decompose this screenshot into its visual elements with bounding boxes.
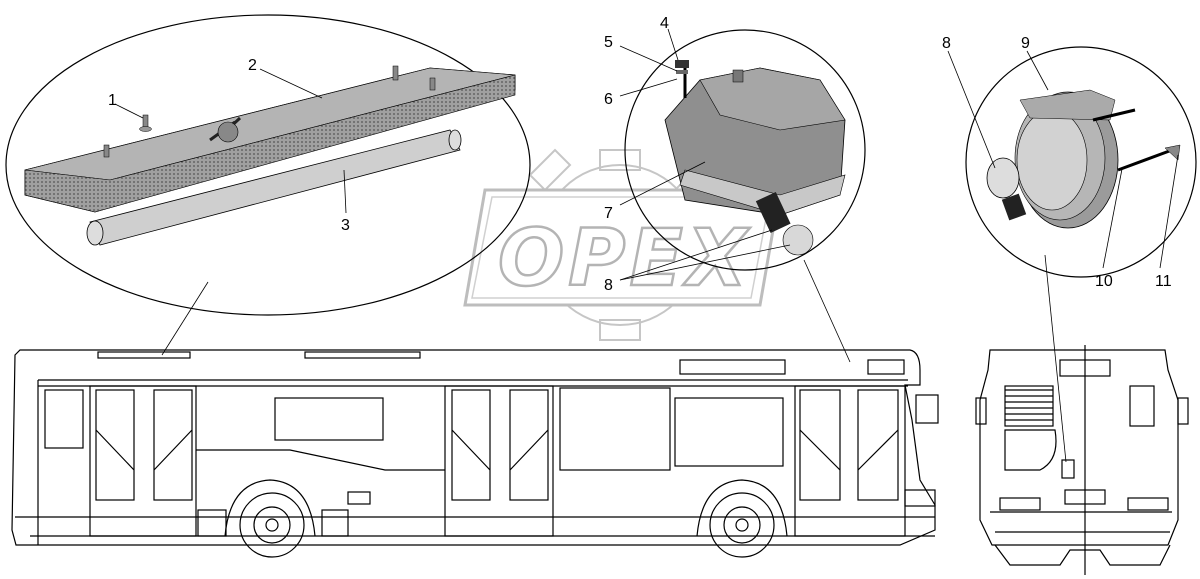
- door-2: [444, 385, 554, 537]
- door-1: [89, 385, 197, 537]
- bulb-with-socket: [755, 191, 814, 256]
- bus-rear-view: [975, 345, 1189, 575]
- marker-lamp-housing: [664, 60, 846, 216]
- interior-lamp-housing: [24, 65, 516, 213]
- callout-7: 7: [604, 205, 613, 222]
- mounting-screw: [139, 114, 152, 132]
- door-3: [794, 385, 906, 537]
- callout-11: 11: [1155, 273, 1172, 290]
- front-wheel: [224, 479, 316, 558]
- callout-3: 3: [341, 217, 350, 234]
- callout-8-rear: 8: [942, 35, 951, 52]
- watermark: OPEX: [463, 148, 782, 341]
- callout-5: 5: [604, 34, 613, 51]
- callout-4: 4: [660, 15, 669, 32]
- rear-lamp-screw: [1092, 108, 1181, 172]
- detail-circle-rear-lamp: [965, 46, 1197, 278]
- detail-circle-marker-lamp: [624, 29, 866, 271]
- rear-lamp-housing: [1014, 89, 1119, 229]
- rear-wheel: [696, 479, 788, 558]
- callout-labels: 1 2 3 4 5 6 7 8 8 9 10 11: [108, 15, 1172, 294]
- bus-side-view: [11, 349, 939, 558]
- callout-10: 10: [1095, 273, 1113, 290]
- leader-lines: [114, 28, 1179, 463]
- callout-2: 2: [248, 57, 257, 74]
- watermark-text: OPEX: [498, 214, 751, 304]
- fluorescent-tube: [86, 129, 462, 246]
- callout-6: 6: [604, 91, 613, 108]
- callout-8-marker: 8: [604, 277, 613, 294]
- detail-oval-interior-light: [5, 14, 531, 316]
- callout-9: 9: [1021, 35, 1030, 52]
- callout-1: 1: [108, 92, 117, 109]
